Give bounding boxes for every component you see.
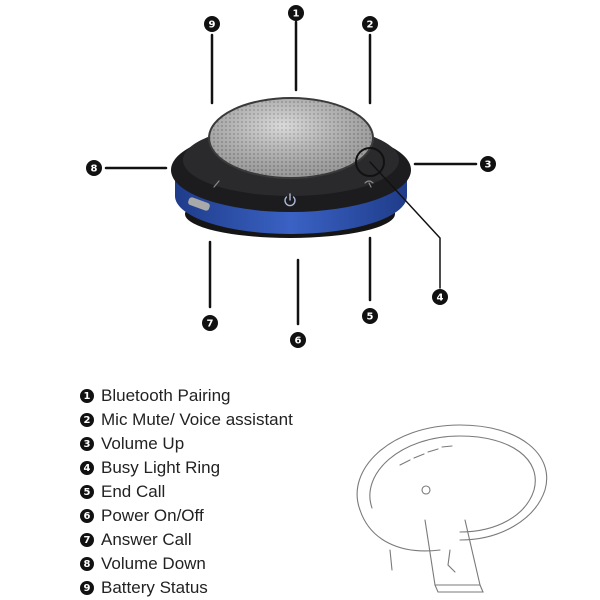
callout-badge-6: 6 [290,332,306,348]
callout-badge-9: 9 [204,16,220,32]
legend-label: Power On/Off [101,506,204,525]
legend-label: Battery Status [101,578,208,597]
svg-text:9: 9 [209,20,216,31]
callout-badge-4: 4 [432,289,448,305]
legend-number-badge: 8 [80,557,94,571]
legend-number-badge: 3 [80,437,94,451]
legend-label: Mic Mute/ Voice assistant [101,410,293,429]
legend-number-badge: 7 [80,533,94,547]
callout-badge-2: 2 [362,16,378,32]
callout-badge-8: 8 [86,160,102,176]
stand-sketch [356,424,548,593]
legend-item-answer-call: 7 Answer Call [80,528,293,552]
speakerphone-device [171,97,411,238]
svg-text:5: 5 [367,312,374,323]
legend-item-power: 6 Power On/Off [80,504,293,528]
callout-badge-3: 3 [480,156,496,172]
callout-badge-1: 1 [288,5,304,21]
svg-text:6: 6 [295,336,302,347]
power-icon [284,193,296,207]
legend-number-badge: 4 [80,461,94,475]
callout-badge-7: 7 [202,315,218,331]
legend-label: Answer Call [101,530,192,549]
legend-number-badge: 5 [80,485,94,499]
legend-number-badge: 9 [80,581,94,595]
callout-badge-5: 5 [362,308,378,324]
legend-label: Volume Up [101,434,185,453]
legend-item-mic-mute: 2 Mic Mute/ Voice assistant [80,408,293,432]
busy-light-ring-marker [355,147,385,177]
svg-text:7: 7 [207,319,214,330]
svg-text:4: 4 [437,293,444,304]
legend-item-volume-down: 8 Volume Down [80,552,293,576]
legend-label: Volume Down [101,554,206,573]
legend-item-end-call: 5 End Call [80,480,293,504]
usb-cable [188,197,210,211]
legend-number-badge: 1 [80,389,94,403]
svg-text:8: 8 [91,164,98,175]
legend-number-badge: 2 [80,413,94,427]
legend-item-busy-light-ring: 4 Busy Light Ring [80,456,293,480]
svg-text:3: 3 [485,160,492,171]
legend-label: Busy Light Ring [101,458,221,477]
legend-item-volume-up: 3 Volume Up [80,432,293,456]
speakerphone-diagram: 1 2 3 4 5 6 7 8 9 [86,5,496,348]
legend-item-battery-status: 9 Battery Status [80,576,293,600]
phone-icon [213,180,220,188]
callout-legend: 1 Bluetooth Pairing 2 Mic Mute/ Voice as… [80,384,293,600]
legend-number-badge: 6 [80,509,94,523]
legend-label: Bluetooth Pairing [101,386,231,405]
callout-lines [104,20,478,326]
phone-hangup-icon [364,180,374,188]
legend-label: End Call [101,482,166,501]
svg-text:1: 1 [293,9,300,20]
legend-item-bluetooth-pairing: 1 Bluetooth Pairing [80,384,293,408]
svg-text:2: 2 [367,20,374,31]
